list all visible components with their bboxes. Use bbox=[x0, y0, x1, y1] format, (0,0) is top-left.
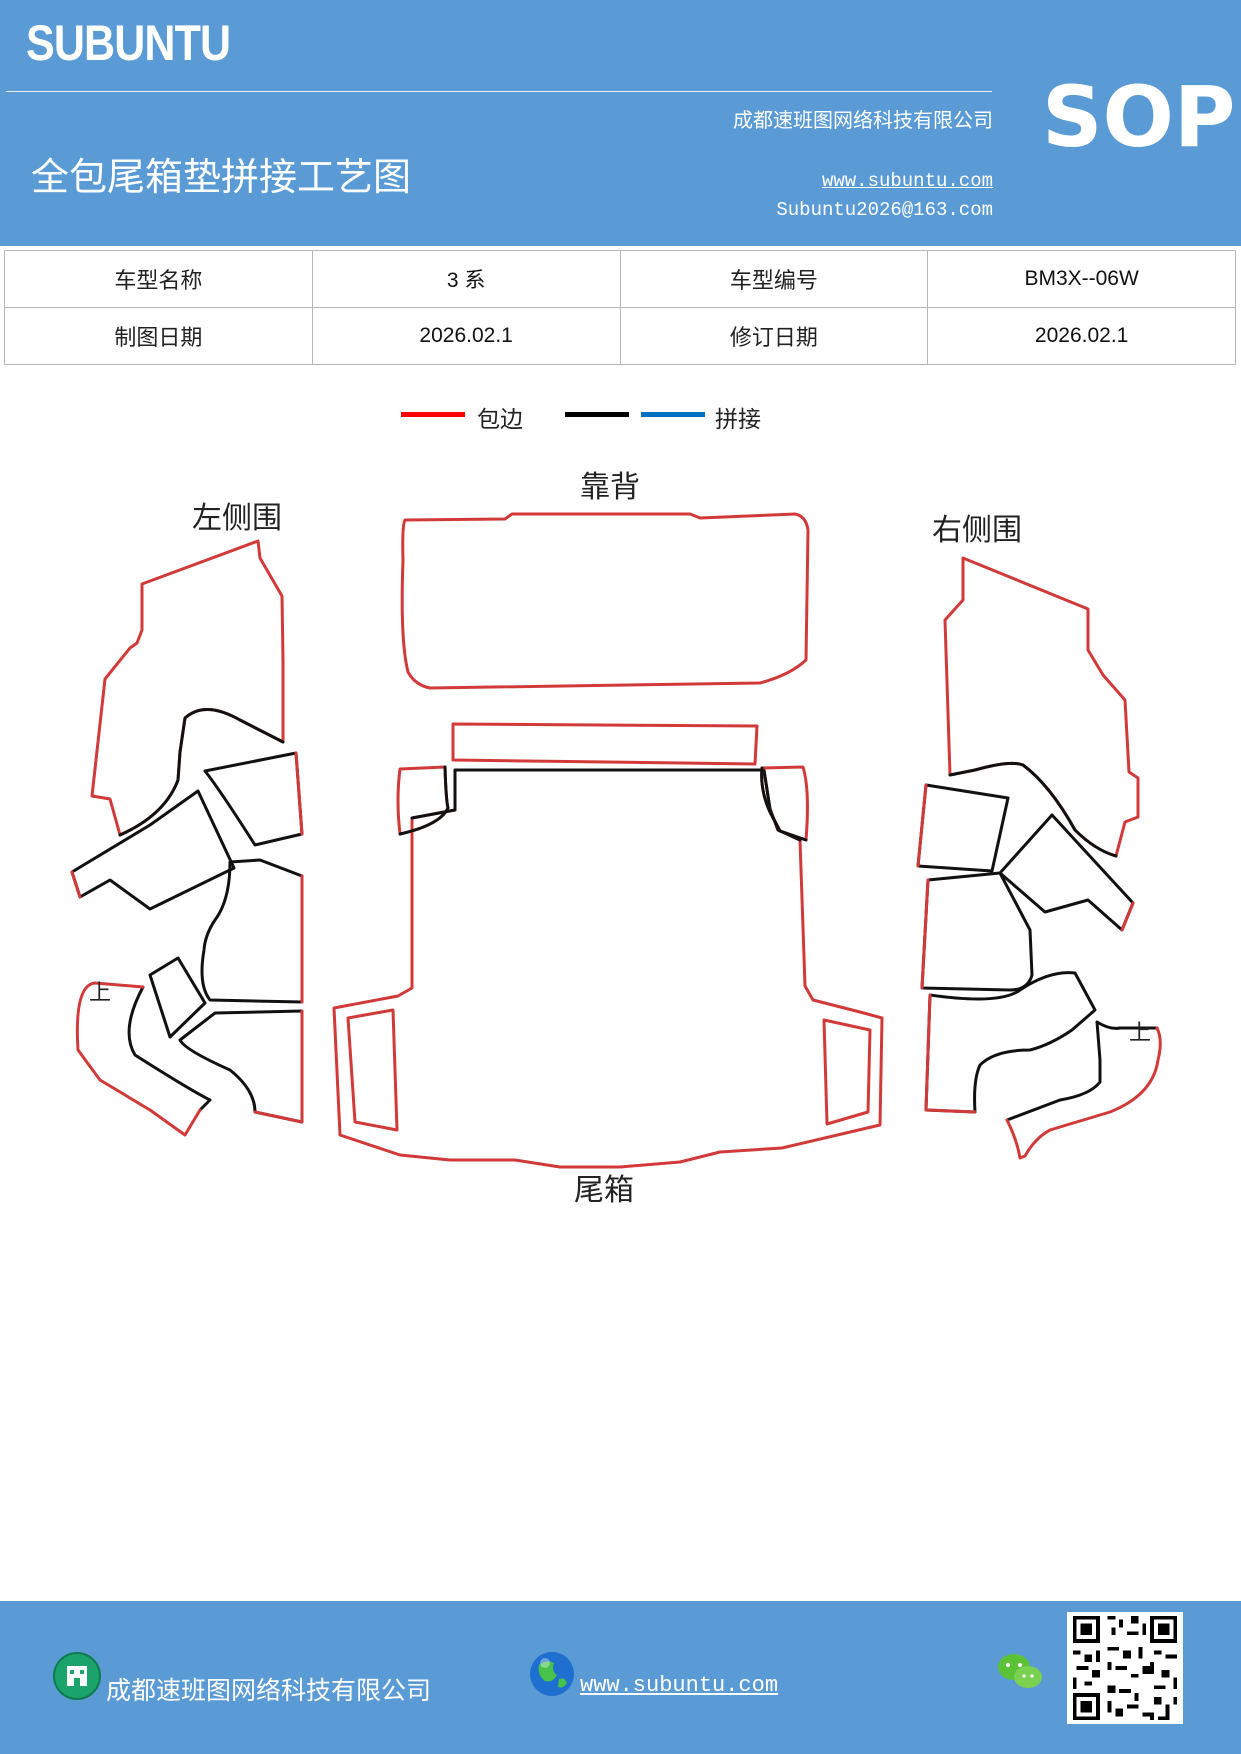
right-side-piece-c bbox=[920, 871, 1034, 992]
trunk-seam bbox=[410, 768, 802, 842]
legend-black-swatch bbox=[565, 412, 629, 417]
left-side-piece-d bbox=[148, 956, 207, 1039]
model-code-value: BM3X--06W bbox=[927, 250, 1236, 308]
right-side-piece-d bbox=[924, 971, 1097, 1114]
model-name-label: 车型名称 bbox=[4, 250, 313, 308]
right-up-marker: 上 bbox=[1129, 1021, 1151, 1046]
left-side-upper-panel bbox=[90, 539, 285, 837]
model-code-label: 车型编号 bbox=[619, 250, 929, 308]
right-side-upper-panel bbox=[943, 556, 1140, 858]
trunk-right-insert bbox=[822, 1018, 872, 1126]
left-up-marker: 上 bbox=[89, 981, 111, 1006]
qr-code bbox=[1067, 1612, 1183, 1724]
legend-edge-label: 包边 bbox=[477, 407, 523, 433]
table-row: 制图日期 2026.02.1 修订日期 2026.02.1 bbox=[4, 307, 1236, 365]
revision-date-label: 修订日期 bbox=[619, 307, 929, 365]
revision-date-value: 2026.02.1 bbox=[927, 307, 1236, 365]
table-row: 车型名称 3 系 车型编号 BM3X--06W bbox=[4, 250, 1236, 308]
vehicle-info-table: 车型名称 3 系 车型编号 BM3X--06W 制图日期 2026.02.1 修… bbox=[4, 250, 1236, 365]
page-title: 全包尾箱垫拼接工艺图 bbox=[31, 155, 412, 199]
globe-icon bbox=[530, 1652, 574, 1696]
building-icon bbox=[53, 1652, 101, 1700]
footer-company: 成都速班图网络科技有限公司 bbox=[106, 1676, 432, 1705]
drawing-date-label: 制图日期 bbox=[4, 307, 313, 365]
header: SUBUNTU 成都速班图网络科技有限公司 全包尾箱垫拼接工艺图 www.sub… bbox=[0, 0, 1241, 246]
wechat-icon[interactable] bbox=[996, 1651, 1044, 1693]
backrest-label: 靠背 bbox=[580, 470, 640, 505]
left-side-label: 左侧围 bbox=[192, 501, 282, 536]
left-side-piece-e bbox=[178, 1009, 304, 1124]
sop-badge: SOP bbox=[1042, 68, 1236, 166]
drawing-date-value: 2026.02.1 bbox=[311, 307, 621, 365]
trunk-left-insert bbox=[346, 1008, 399, 1132]
left-side-piece-c bbox=[200, 858, 304, 1004]
left-side-piece-a bbox=[203, 751, 304, 847]
right-side-piece-a bbox=[916, 783, 1010, 873]
company-name: 成都速班图网络科技有限公司 bbox=[733, 108, 993, 132]
legend-seam-swatch bbox=[641, 412, 705, 417]
legend: 包边 拼接 bbox=[0, 400, 1241, 440]
left-side-piece-b bbox=[70, 789, 236, 911]
header-divider bbox=[6, 91, 992, 92]
model-name-value: 3 系 bbox=[311, 250, 621, 308]
footer: 成都速班图网络科技有限公司 www.subuntu.com bbox=[0, 1601, 1241, 1754]
backrest-panel bbox=[400, 512, 810, 690]
trunk-label: 尾箱 bbox=[574, 1173, 634, 1208]
right-side-lower-panel bbox=[1005, 1026, 1162, 1160]
left-corner-seam bbox=[398, 765, 450, 836]
website-link[interactable]: www.subuntu.com bbox=[821, 170, 993, 192]
right-corner-seam bbox=[760, 766, 808, 842]
left-side-lower-panel bbox=[75, 981, 202, 1137]
legend-seam-label: 拼接 bbox=[715, 407, 761, 433]
legend-edge-swatch bbox=[401, 412, 465, 417]
backrest-strip bbox=[451, 722, 759, 766]
email-address: Subuntu2026@163.com bbox=[776, 199, 993, 221]
mat-diagram: 靠背 左侧围 右侧围 尾箱 上 上 bbox=[70, 470, 1162, 1208]
brand-logo: SUBUNTU bbox=[26, 15, 231, 71]
footer-website-link[interactable]: www.subuntu.com bbox=[580, 1673, 779, 1698]
right-side-label: 右侧围 bbox=[932, 513, 1022, 548]
left-corner-piece bbox=[396, 765, 450, 836]
